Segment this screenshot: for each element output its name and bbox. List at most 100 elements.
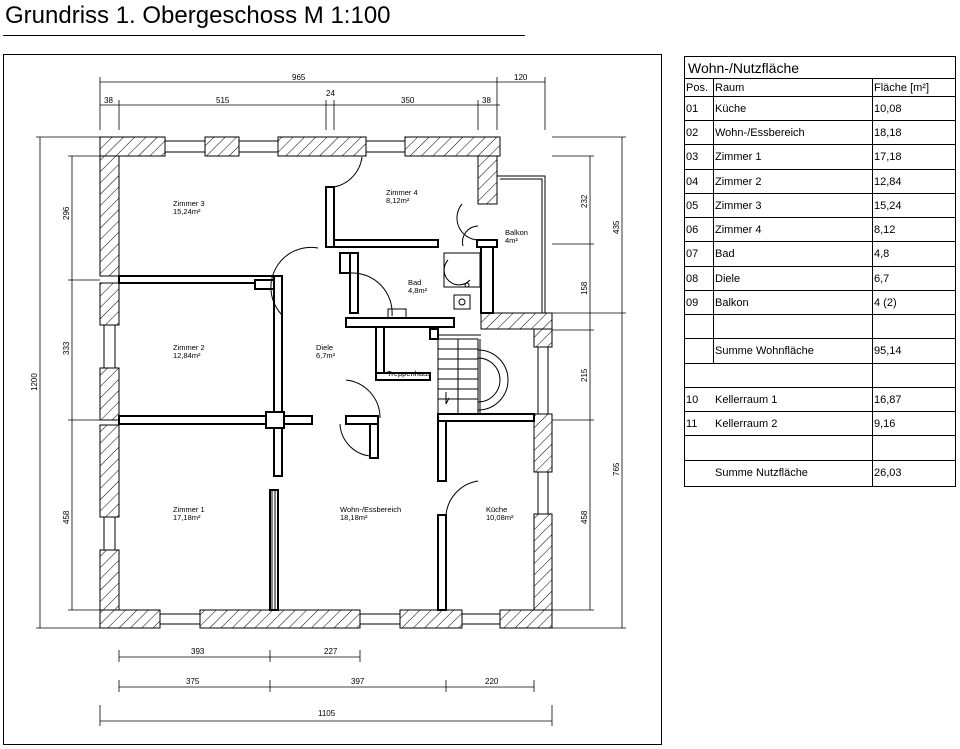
doors (270, 156, 479, 610)
room-bad-area: 4,8m² (408, 286, 428, 295)
room-zimmer1-area: 17,18m² (173, 513, 201, 522)
table-row: 03 Zimmer 1 17,18 (685, 145, 955, 170)
table-row (685, 436, 955, 461)
dim-bottom-right: 220 (485, 677, 499, 686)
table-header-row: Pos. Raum Fläche [m²] (685, 79, 955, 97)
room-zimmer4-name: Zimmer 4 (386, 188, 418, 197)
dim-left-lower: 458 (62, 510, 71, 524)
balcony (497, 175, 546, 313)
row-room: Zimmer 1 (715, 151, 762, 163)
dim-right-upper: 232 (580, 194, 589, 208)
room-wohnen-name: Wohn-/Essbereich (340, 505, 401, 514)
row-pos: 08 (686, 273, 699, 285)
row-area: 4,8 (874, 248, 890, 260)
room-diele-area: 6,7m² (316, 351, 336, 360)
dimension-labels: 965 120 38 515 24 350 38 296 333 458 120… (30, 73, 621, 718)
dim-right-outer-lower: 765 (612, 462, 621, 476)
table-row: 04 Zimmer 2 12,84 (685, 170, 955, 194)
row-room: Küche (715, 103, 747, 115)
row-pos: 01 (686, 103, 699, 115)
room-bad-name: Bad (408, 278, 421, 287)
room-kueche-area: 10,08m² (486, 513, 514, 522)
windows (103, 140, 549, 625)
row-area: 8,12 (874, 224, 896, 236)
bathroom-fixtures (387, 252, 481, 319)
room-zimmer4-area: 8,12m² (386, 196, 410, 205)
table-row: 02 Wohn-/Essbereich 18,18 (685, 121, 955, 145)
table-row: 08 Diele 6,7 (685, 267, 955, 291)
row-pos: 05 (686, 200, 699, 212)
area-table-title: Wohn-/Nutzfläche (685, 57, 955, 79)
room-balkon-area: 4m² (505, 236, 518, 245)
dim-top-balcony: 120 (514, 73, 528, 82)
dim-top-inner-wall: 24 (326, 89, 335, 98)
table-row: Summe Nutzfläche 26,03 (685, 461, 955, 486)
row-area: 9,16 (874, 418, 896, 430)
row-room: Kellerraum 2 (715, 418, 778, 430)
table-row (685, 364, 955, 388)
room-zimmer3-area: 15,24m² (173, 207, 201, 216)
row-pos: 03 (686, 151, 699, 163)
room-labels: Zimmer 3 15,24m² Zimmer 4 8,12m² Balkon … (173, 188, 528, 522)
dim-bottom-left: 375 (186, 677, 200, 686)
row-area: 4 (2) (874, 297, 897, 309)
table-row: 07 Bad 4,8 (685, 242, 955, 267)
row-area: 18,18 (874, 127, 902, 139)
row-room: Diele (715, 273, 741, 285)
table-row: 09 Balkon 4 (2) (685, 291, 955, 315)
table-row (685, 315, 955, 339)
row-pos: 11 (686, 418, 698, 430)
row-area: 15,24 (874, 200, 902, 212)
dim-left-middle: 333 (62, 341, 71, 355)
drawing-frame (3, 54, 662, 745)
table-divider-area (872, 79, 873, 486)
table-row: 01 Küche 10,08 (685, 97, 955, 121)
row-pos: 02 (686, 127, 699, 139)
row-area: 17,18 (874, 151, 902, 163)
table-row: Summe Wohnfläche 95,14 (685, 339, 955, 364)
row-pos: 06 (686, 224, 699, 236)
table-row: 05 Zimmer 3 15,24 (685, 194, 955, 218)
dim-right-balcony: 158 (580, 281, 589, 295)
room-zimmer2-area: 12,84m² (173, 351, 201, 360)
row-room: Zimmer 2 (715, 176, 762, 188)
row-room: Wohn-/Essbereich (715, 127, 805, 139)
dim-left-total: 1200 (30, 373, 39, 391)
row-pos: 04 (686, 176, 699, 188)
row-area: 26,03 (874, 467, 902, 479)
row-room: Kellerraum 1 (715, 394, 778, 406)
header-area: Fläche [m²] (874, 82, 930, 94)
header-room: Raum (715, 82, 745, 94)
outer-walls (99, 136, 553, 629)
dim-bottom-inner-right: 227 (324, 647, 338, 656)
room-diele-name: Diele (316, 343, 333, 352)
table-row: 06 Zimmer 4 8,12 (685, 218, 955, 242)
dim-left-upper: 296 (62, 206, 71, 220)
dim-right-stair: 215 (580, 368, 589, 382)
row-area: 95,14 (874, 345, 902, 357)
dim-right-outer-upper: 435 (612, 220, 621, 234)
row-area: 12,84 (874, 176, 902, 188)
room-kueche-name: Küche (486, 505, 507, 514)
row-room: Zimmer 3 (715, 200, 762, 212)
room-wohnen-area: 18,18m² (340, 513, 368, 522)
row-area: 6,7 (874, 273, 890, 285)
page-title: Grundriss 1. Obergeschoss M 1:100 (5, 2, 391, 29)
dim-bottom-inner-left: 393 (191, 647, 205, 656)
row-room: Summe Nutzfläche (715, 467, 808, 479)
title-underline (3, 35, 525, 36)
dim-bottom-middle: 397 (351, 677, 365, 686)
dim-top-wall-left: 38 (104, 96, 113, 105)
row-room: Bad (715, 248, 735, 260)
room-zimmer1-name: Zimmer 1 (173, 505, 205, 514)
row-room: Zimmer 4 (715, 224, 762, 236)
dim-right-lower: 458 (580, 510, 589, 524)
row-room: Summe Wohnfläche (715, 345, 814, 357)
table-row: 11 Kellerraum 2 9,16 (685, 412, 955, 436)
room-zimmer2-name: Zimmer 2 (173, 343, 205, 352)
row-area: 16,87 (874, 394, 902, 406)
dim-top-wall-right: 38 (482, 96, 491, 105)
row-pos: 07 (686, 248, 699, 260)
dim-top-left: 515 (216, 96, 230, 105)
